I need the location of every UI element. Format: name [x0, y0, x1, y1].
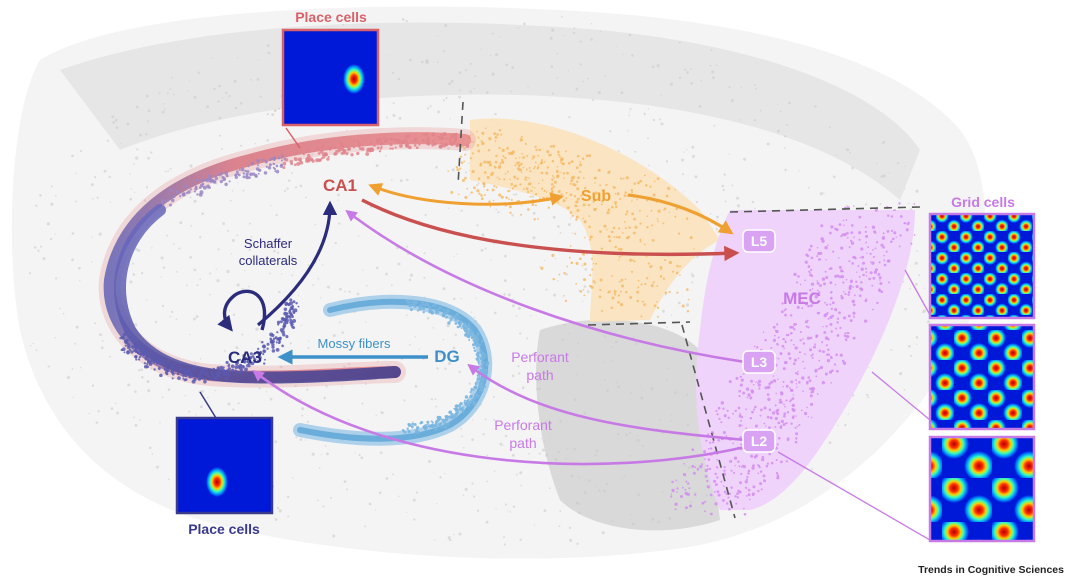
grid-cell-map-3: [928, 435, 1036, 543]
sub-label: Sub: [581, 188, 611, 205]
grid-cell-map-1: [928, 212, 1036, 320]
sub-l5-arrow: [627, 193, 734, 235]
grid-cells-label: Grid cells: [951, 194, 1015, 210]
place-cell-map-top: [281, 28, 380, 127]
journal-credit: Trends in Cognitive Sciences: [918, 564, 1064, 576]
layer-l2: L2: [742, 429, 776, 453]
dg-label: DG: [434, 347, 460, 366]
ca3-label: CA3: [228, 348, 262, 367]
mossy-fibers-label: Mossy fibers: [318, 336, 391, 351]
place-cells-top-label: Place cells: [295, 9, 367, 25]
region-boundaries: [457, 101, 921, 519]
schaffer-label-line2: collaterals: [239, 253, 298, 268]
l2-ca3-arrow: [252, 369, 746, 466]
perforant-path-2-line1: Perforant: [494, 417, 552, 433]
ca1-label: CA1: [323, 176, 357, 195]
l3-ca1-arrow: [345, 209, 746, 364]
l2-label: L2: [751, 433, 768, 449]
place-cells-bottom-label: Place cells: [188, 521, 260, 537]
schaffer-arrow: [256, 200, 338, 327]
perforant-path-1-line2: path: [526, 367, 553, 383]
dg-dots: [401, 299, 490, 435]
connection-arrows: [217, 183, 746, 466]
sub-ca1-arrow: [368, 183, 564, 206]
mec-label: MEC: [783, 289, 821, 308]
l2-dg-arrow: [467, 363, 746, 442]
ca-band-dots: [119, 132, 471, 384]
dentate-gyrus: [293, 294, 493, 446]
grid-cell-maps: [928, 212, 1036, 543]
hippocampus-ca-band: [98, 127, 476, 388]
grid-cell-map-2: [928, 323, 1036, 431]
place-cell-map-bottom: [175, 416, 274, 515]
mec-dots: [670, 202, 916, 516]
layer-l5: L5: [742, 229, 776, 253]
schaffer-label-line1: Schaffer: [244, 236, 293, 251]
l5-label: L5: [751, 233, 768, 249]
perforant-path-2-line2: path: [509, 435, 536, 451]
perforant-path-1-line1: Perforant: [511, 349, 569, 365]
ca1-l5-arrow: [361, 198, 740, 262]
ca3-recurrent-arrow: [217, 289, 267, 332]
layer-l3: L3: [742, 350, 776, 374]
leader-lines: [199, 127, 931, 541]
l3-label: L3: [751, 354, 768, 370]
